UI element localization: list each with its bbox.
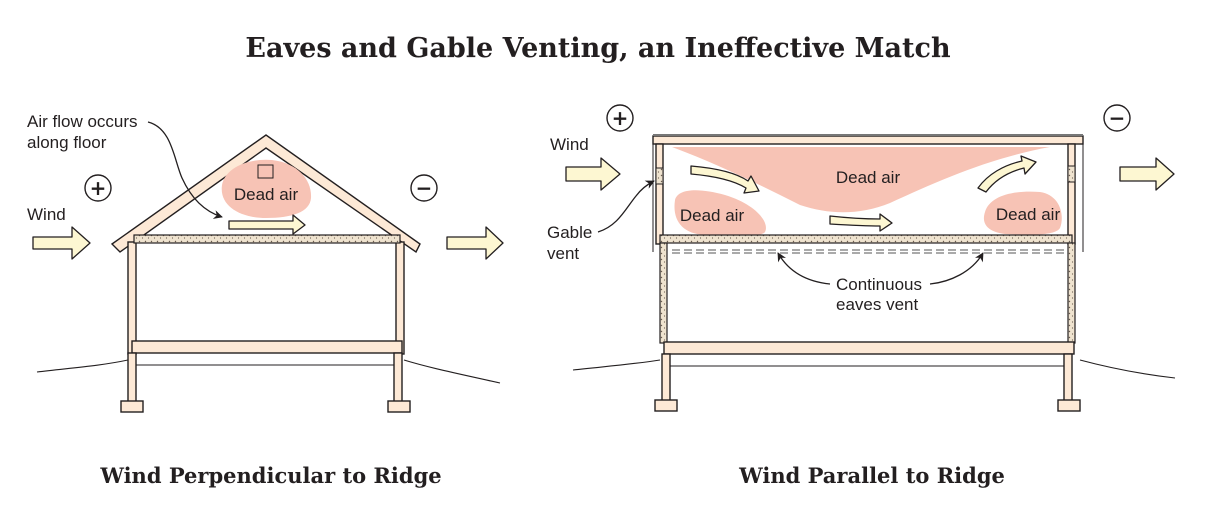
positive-pressure-sign-right: + [612,106,629,130]
footing-right-b [1057,399,1081,412]
dead-air-label-top: Dead air [836,168,901,187]
caption-left: Wind Perpendicular to Ridge [99,463,441,488]
gable-wall-right-right [1067,143,1076,245]
wind-arrow-in-left [32,226,91,260]
attic-floor-insulation-right [659,234,1073,244]
dead-air-label-left: Dead air [234,185,299,204]
gable-vent-box-left [257,164,274,179]
ground-line-right [572,359,1176,379]
eaves-vent-leader-right [929,252,984,285]
dead-air-label-lower-right: Dead air [996,205,1061,224]
footing-left-b [387,400,411,413]
callout-leader-left [147,121,223,219]
caption-right: Wind Parallel to Ridge [738,463,1005,488]
wind-arrow-out-left [446,226,504,260]
left-panel-perpendicular: Dead air Air flow occurs along floor + −… [27,112,504,488]
dead-air-label-lower-left: Dead air [680,206,745,225]
gable-vent-right [1067,165,1076,183]
floor-joist-left [131,340,403,354]
dead-air-zone-left [221,159,312,218]
post-right-b [1063,353,1073,403]
positive-pressure-icon-left [84,174,112,202]
dead-air-zone-lower-left [674,190,766,237]
roof-ridge-plate-right [652,135,1084,145]
post-left-a [127,352,137,404]
negative-pressure-icon-right [1103,104,1131,132]
airflow-arrow-2-right [829,213,893,232]
wall-left-right [659,242,668,344]
floor-joist-right [663,341,1075,355]
gable-vent-label-line1: Gable [547,223,592,242]
attic-floor-insulation-left [133,234,401,244]
positive-pressure-icon-right [606,104,634,132]
roof-rafters-left [110,134,421,254]
ground-line-left [36,359,501,384]
wind-label-left: Wind [27,205,66,224]
post-right-a [661,353,671,403]
gable-wall-left-right [655,143,664,245]
post-left-b [393,352,403,404]
eaves-vent-leader-left [777,252,831,285]
callout-airflow-line1: Air flow occurs [27,112,138,131]
wall-left-left [127,241,137,355]
footing-right-a [654,399,678,412]
gable-vent-label-line2: vent [547,244,579,263]
negative-pressure-sign-left: − [416,176,433,200]
airflow-arrow-floor-left [228,214,306,235]
callout-airflow-line2: along floor [27,133,107,152]
wind-label-right: Wind [550,135,589,154]
airflow-arrow-1-right [690,165,760,194]
negative-pressure-sign-right: − [1109,106,1126,130]
dead-air-zone-top [672,147,1050,213]
wall-right-right [1067,242,1076,344]
gable-vent-left [655,167,664,185]
right-panel-parallel: Dead air Dead air Dead air Gable vent Co… [547,104,1176,488]
wind-arrow-out-right [1119,157,1175,191]
negative-pressure-icon-left [410,174,438,202]
eaves-vent-label-line2: eaves vent [836,295,918,314]
wall-right-left [395,241,405,355]
positive-pressure-sign-left: + [90,176,107,200]
footing-left-a [120,400,144,413]
dead-air-zone-lower-right [983,191,1062,235]
wind-arrow-in-right [565,157,621,191]
gable-vent-leader [597,180,655,233]
figure-title: Eaves and Gable Venting, an Ineffective … [245,33,951,64]
airflow-arrow-3-right [977,155,1037,193]
eaves-vent-label-line1: Continuous [836,275,922,294]
